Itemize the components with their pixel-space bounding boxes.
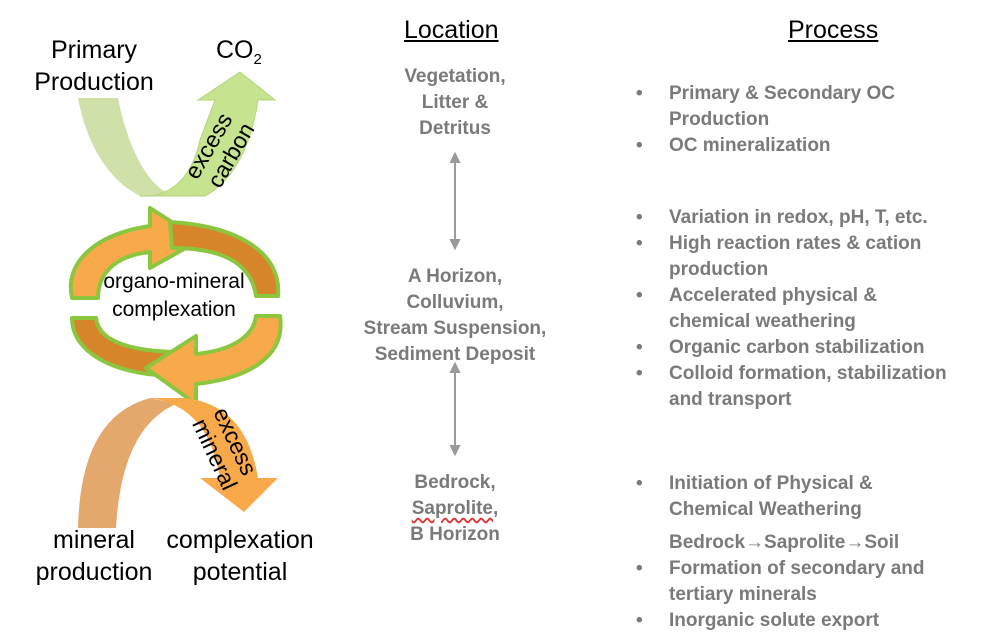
process-group-3b: Formation of secondary and tertiary mine…	[636, 556, 976, 634]
ring-right-top	[168, 220, 281, 298]
saprolite-word: Saprolite	[411, 498, 494, 519]
ring-right-arrow	[144, 314, 283, 406]
mineral-production-label: mineral production	[35, 526, 153, 586]
list-item: Primary & Secondary OC Production	[636, 81, 966, 133]
weathering-sequence: Bedrock→Saprolite→Soil	[669, 532, 900, 553]
organo-mineral-label: organo-mineral complexation	[103, 270, 245, 321]
list-item: Initiation of Physical & Chemical Weathe…	[636, 471, 929, 523]
list-item: Inorganic solute export	[636, 608, 976, 634]
cycle-diagram: CO2 excess carbon excess mineral	[68, 36, 283, 528]
list-item: High reaction rates & cation production	[636, 231, 959, 283]
list-item: Variation in redox, pH, T, etc.	[636, 205, 976, 231]
location-middle: A Horizon, Colluvium, Stream Suspension,…	[363, 266, 547, 365]
co2-base: CO	[216, 36, 254, 64]
list-item: Organic carbon stabilization	[636, 335, 976, 361]
process-group-3a: Initiation of Physical & Chemical Weathe…	[636, 471, 976, 523]
mineral-arrow-down	[150, 398, 278, 512]
primary-production-label: Primary Production	[34, 36, 154, 96]
process-group-2: Variation in redox, pH, T, etc. High rea…	[636, 205, 976, 413]
list-item: Colloid formation, stabilization and tra…	[636, 361, 969, 413]
list-item: Accelerated physical & chemical weatheri…	[636, 283, 959, 335]
process-header: Process	[788, 16, 879, 44]
location-bottom: Bedrock, Saprolite, B Horizon	[410, 472, 500, 545]
list-item: Formation of secondary and tertiary mine…	[636, 556, 979, 608]
complexation-potential-label: complexation potential	[166, 526, 314, 586]
co2-subscript: 2	[254, 51, 262, 68]
list-item: OC mineralization	[636, 133, 966, 159]
process-group-1: Primary & Secondary OC Production OC min…	[636, 81, 966, 159]
cycle-ring	[68, 206, 283, 406]
location-connectors	[449, 151, 461, 457]
right-arrow-icon: →	[845, 532, 865, 553]
mineral-arrow-left-limb	[78, 398, 176, 528]
location-top: Vegetation, Litter & Detritus	[404, 66, 506, 139]
carbon-arrow-up	[139, 71, 277, 197]
right-arrow-icon: →	[745, 532, 765, 553]
carbon-arrow-left-limb	[78, 98, 175, 196]
co2-label: CO2	[216, 36, 262, 68]
location-header: Location	[404, 16, 499, 44]
